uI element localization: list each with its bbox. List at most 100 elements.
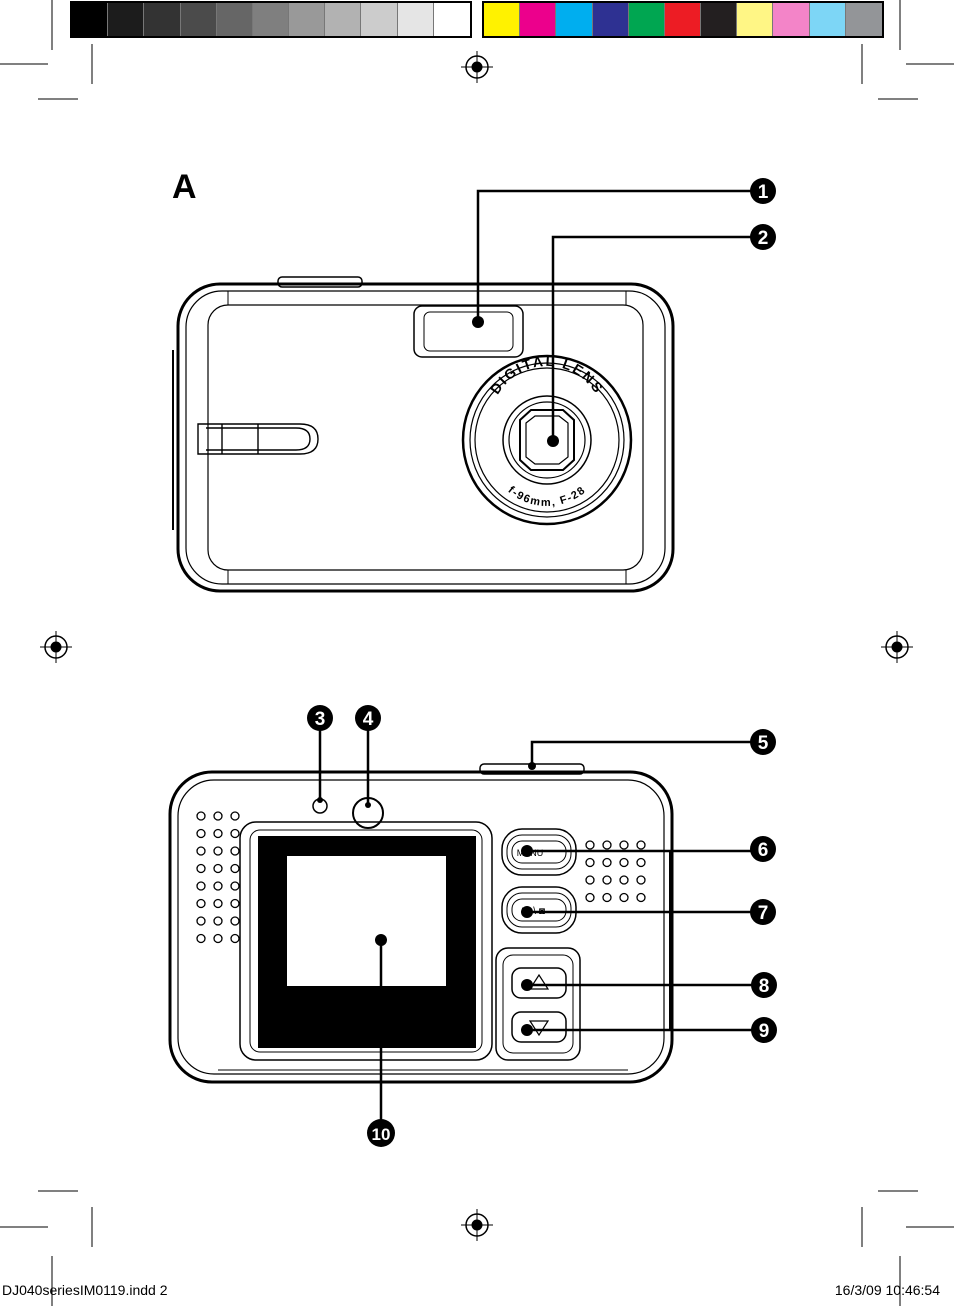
grayscale-color-bar — [70, 1, 472, 38]
speaker-hole — [196, 916, 206, 926]
color-swatch — [144, 3, 181, 36]
speaker-hole — [196, 881, 206, 891]
callout-5: 5 — [750, 729, 776, 755]
color-swatch — [701, 3, 738, 36]
callout-4: 4 — [355, 705, 381, 731]
color-swatch — [108, 3, 145, 36]
speaker-hole — [213, 933, 223, 944]
speaker-hole — [196, 828, 206, 839]
callout-anchor-dots — [317, 316, 559, 1036]
figure-letter: A — [172, 168, 197, 206]
registration-mark-bottom — [461, 1209, 493, 1241]
camera-back-view — [168, 763, 674, 1084]
callout-badges: 1 2 3 4 5 6 7 8 9 10 — [307, 178, 777, 1147]
lcd-display-area — [287, 856, 446, 986]
front-panel — [207, 304, 644, 571]
registration-mark-left — [40, 631, 72, 663]
color-swatch — [556, 3, 593, 36]
callout-label-6: 6 — [758, 840, 769, 861]
speaker-hole — [213, 828, 223, 839]
callout-label-3: 3 — [315, 709, 326, 730]
color-swatch — [809, 3, 846, 36]
speaker-hole — [619, 857, 629, 868]
callout-label-5: 5 — [758, 733, 769, 754]
speaker-hole — [636, 840, 646, 850]
speaker-hole — [230, 846, 240, 856]
callout-2: 2 — [750, 224, 776, 250]
color-swatch — [433, 3, 470, 36]
callout-leaders — [318, 189, 760, 1130]
callout-7: 7 — [750, 899, 776, 925]
speaker-hole — [196, 933, 206, 944]
color-swatch — [628, 3, 665, 36]
speaker-hole — [230, 811, 240, 821]
front-body-outline — [176, 282, 675, 593]
speaker-hole — [196, 811, 206, 821]
speaker-hole — [196, 846, 206, 856]
speaker-hole — [585, 892, 595, 903]
speaker-hole — [585, 840, 595, 850]
mode-button — [511, 898, 567, 922]
color-swatch — [520, 3, 557, 36]
speaker-hole — [619, 892, 629, 903]
speaker-hole — [636, 875, 646, 885]
color-swatch — [180, 3, 217, 36]
color-swatch — [289, 3, 326, 36]
back-body-outline — [168, 770, 674, 1084]
strap-holder — [197, 423, 319, 455]
speaker-hole — [585, 875, 595, 885]
speaker-hole — [602, 875, 612, 885]
color-swatch — [216, 3, 253, 36]
callout-label-4: 4 — [363, 709, 374, 730]
speaker-hole — [230, 898, 240, 909]
slug-datetime: 16/3/09 10:46:54 — [834, 1282, 940, 1298]
speaker-hole — [196, 898, 206, 909]
registration-mark-right — [881, 631, 913, 663]
speaker-hole — [230, 881, 240, 891]
callout-8: 8 — [751, 972, 777, 998]
speaker-hole — [636, 857, 646, 868]
callout-label-1: 1 — [758, 182, 769, 203]
callout-label-7: 7 — [758, 903, 769, 924]
callout-10: 10 — [367, 1119, 395, 1147]
speaker-hole — [213, 881, 223, 891]
color-swatch — [325, 3, 362, 36]
callout-9: 9 — [751, 1017, 777, 1043]
speaker-hole — [213, 916, 223, 926]
speaker-hole — [230, 863, 240, 874]
speaker-hole — [213, 863, 223, 874]
color-swatch — [361, 3, 398, 36]
camera-front-view — [172, 276, 675, 593]
down-triangle-icon — [528, 1020, 550, 1037]
speaker-hole — [230, 933, 240, 944]
camera-lens — [461, 354, 633, 526]
registration-mark-top — [461, 51, 493, 83]
color-swatch — [252, 3, 290, 36]
speaker-hole — [213, 846, 223, 856]
color-swatch — [484, 3, 521, 36]
slug-filename: DJ040seriesIM0119.indd 2 — [2, 1282, 168, 1298]
callout-label-2: 2 — [758, 228, 769, 249]
color-swatch — [592, 3, 629, 36]
up-button — [511, 967, 567, 999]
down-button — [511, 1011, 567, 1043]
lens-top-text: DIGITAL LENS — [487, 353, 607, 397]
speaker-hole — [602, 840, 612, 850]
callout-label-9: 9 — [759, 1021, 770, 1042]
navigation-pad — [495, 947, 581, 1061]
speaker-hole — [213, 811, 223, 821]
flash-window — [413, 305, 524, 358]
speaker-hole — [602, 857, 612, 868]
speaker-hole — [230, 828, 240, 839]
speaker-hole — [213, 898, 223, 909]
process-color-bar — [482, 1, 884, 38]
speaker-hole — [585, 857, 595, 868]
speaker-grille-right — [585, 840, 646, 903]
callout-1: 1 — [750, 178, 776, 204]
callout-6: 6 — [750, 836, 776, 862]
color-swatch — [773, 3, 810, 36]
lens-bottom-text: f-96mm, F-28 — [506, 484, 589, 509]
up-triangle-icon — [528, 973, 550, 990]
